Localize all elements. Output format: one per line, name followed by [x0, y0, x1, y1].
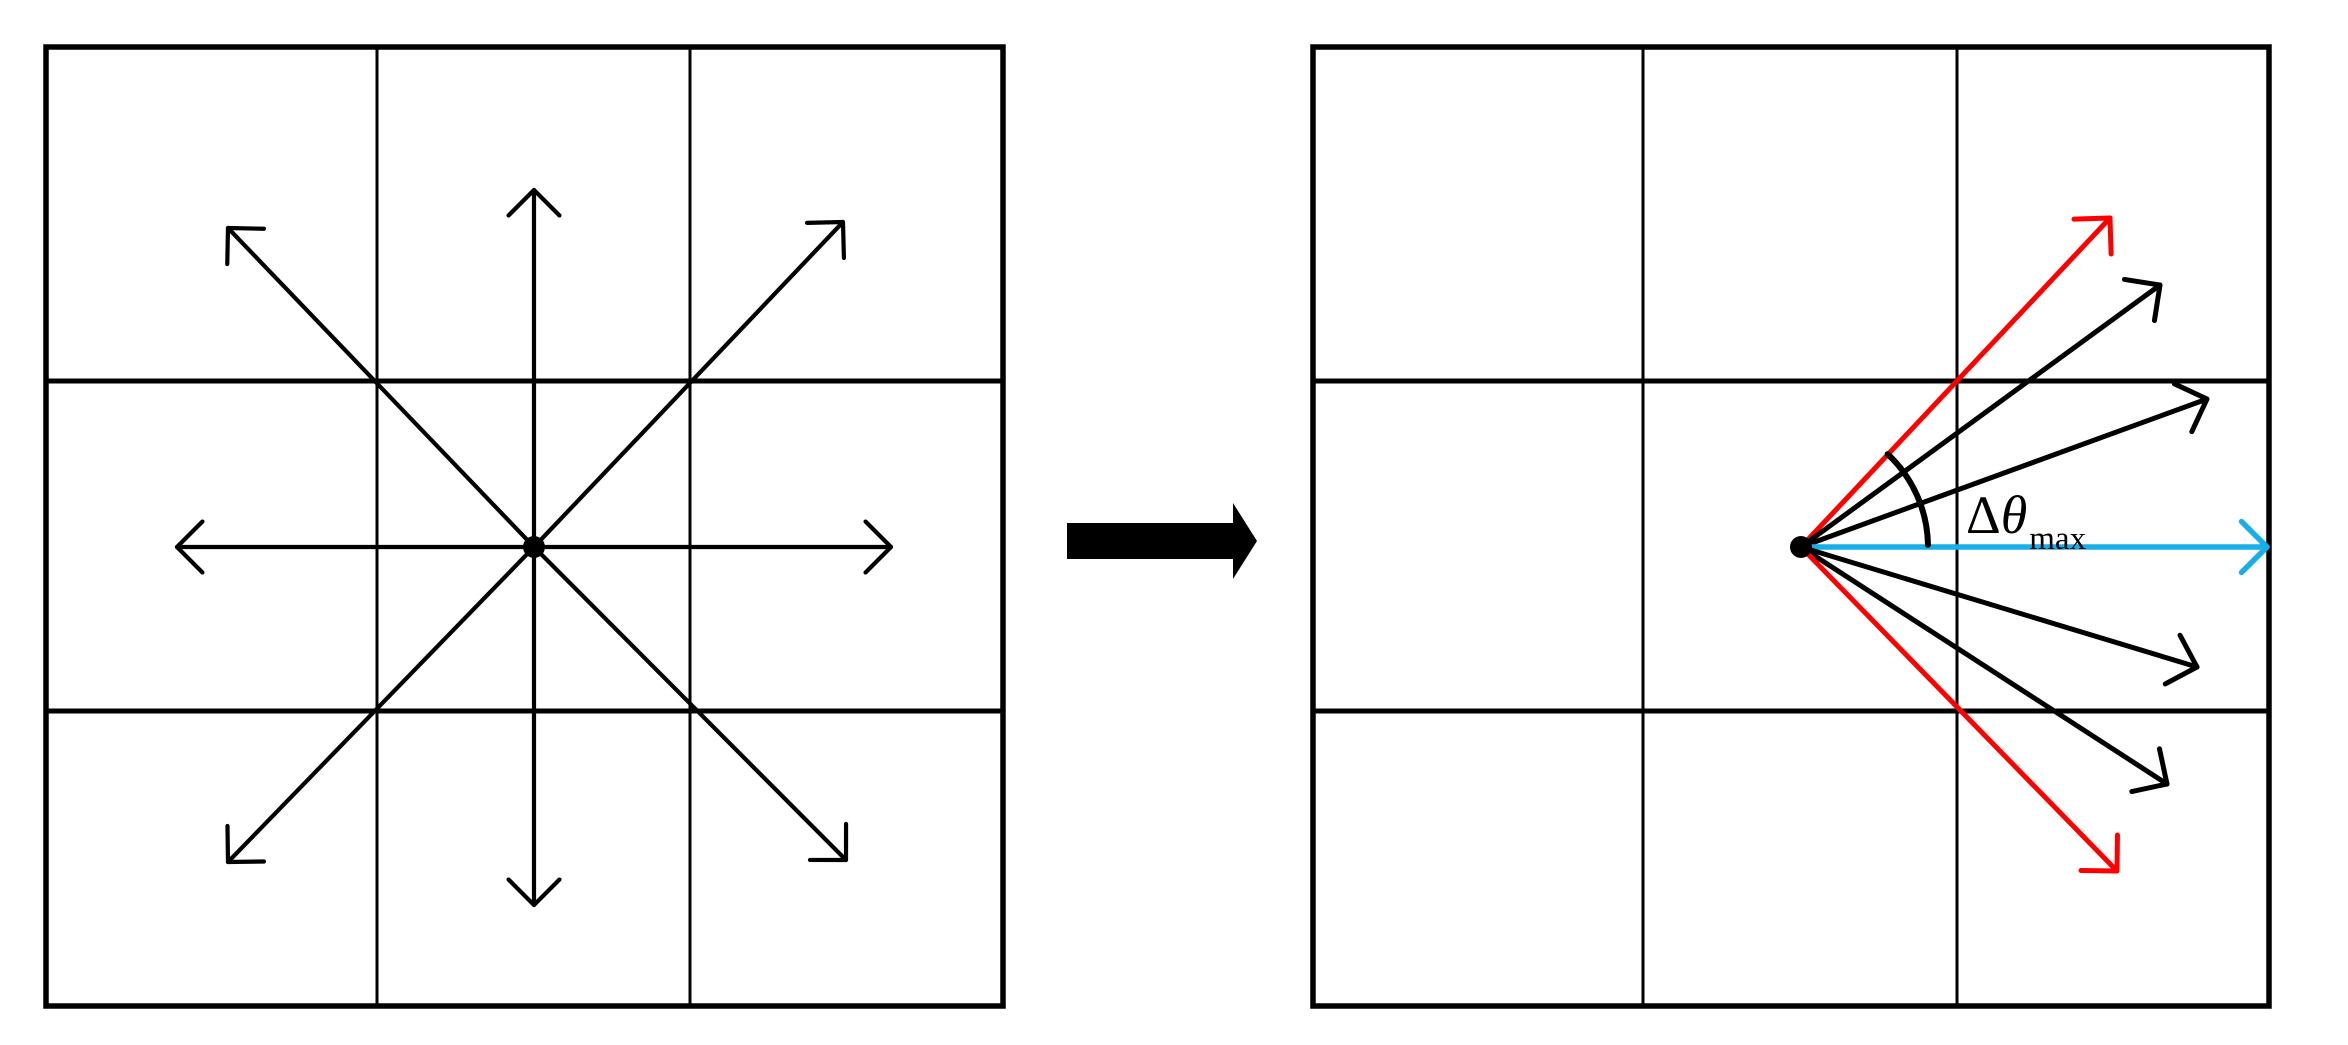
left-grid-group: [43, 44, 1006, 1009]
right-arrow-heading-head-barb: [2238, 518, 2270, 550]
delta-symbol: Δ: [1966, 485, 2001, 545]
right-arrow-sample-up-steep-shaft: [1799, 282, 2162, 550]
transform-arrow-group: [1067, 503, 1257, 579]
right-arrow-sample-down-shallow-head-barb: [2177, 632, 2200, 670]
right-arrow-sample-down-steep-head-barb: [2129, 781, 2170, 795]
right-arrow-upper-limit-shaft: [1799, 216, 2112, 549]
left-arrow-east-head-barb: [863, 519, 894, 550]
right-grid-border: [1310, 44, 2272, 1009]
left-arrow-northeast-head-barb: [804, 219, 846, 226]
left-arrow-southwest-head-barb: [225, 823, 231, 865]
right-cell-center-dot: [1790, 536, 1812, 558]
delta-theta-arc: [1884, 451, 1931, 548]
left-arrow-northwest-head-barb: [225, 225, 231, 267]
left-arrow-northeast-shaft: [532, 220, 845, 549]
left-arrow-south-head-barb: [506, 877, 537, 908]
left-arrow-northwest-head-barb: [225, 225, 267, 231]
left-arrow-north-head-barb: [531, 187, 562, 218]
right-arrow-heading-head-barb: [2238, 544, 2270, 576]
right-grid-group: [1310, 44, 2272, 1009]
right-arrow-upper-limit-head-barb: [2107, 215, 2114, 257]
right-arrow-sample-down-shallow-shaft: [1800, 544, 2198, 670]
right-arrow-sample-up-shallow-shaft: [1800, 396, 2208, 550]
left-arrow-west-head-barb: [174, 519, 205, 550]
left-arrow-northwest-shaft: [226, 226, 536, 549]
max-subscript: max: [2029, 521, 2086, 557]
right-arrow-sample-down-steep-shaft: [1799, 544, 2169, 787]
left-arrow-south-head-barb: [531, 877, 562, 908]
delta-theta-max-label: Δθmax: [1966, 485, 2087, 557]
left-arrow-southwest-shaft: [226, 545, 536, 864]
right-arrow-sample-up-shallow-head-barb: [2189, 396, 2210, 435]
left-arrow-east-head-barb: [863, 544, 894, 575]
right-arrow-sample-down-steep-head-barb: [2156, 746, 2170, 787]
left-arrow-north-head-barb: [506, 187, 537, 218]
angle-annotation-group: Δθmax: [1966, 485, 2087, 557]
left-cell-center-dot: [523, 536, 545, 558]
right-arrow-sample-up-shallow-head-barb: [2171, 381, 2210, 402]
left-grid-border: [43, 44, 1006, 1009]
right-arrow-lower-limit-shaft: [1799, 545, 2119, 873]
left-arrow-west-head-barb: [174, 544, 205, 575]
right-arrow-sample-up-steep-head-barb: [2151, 282, 2163, 324]
right-arrow-upper-limit-head-barb: [2071, 215, 2113, 222]
left-arrow-southeast-shaft: [532, 545, 848, 862]
transform-arrow: [1067, 503, 1257, 579]
theta-symbol: θ: [2001, 485, 2028, 545]
right-arrow-sample-up-steep-head-barb: [2121, 276, 2163, 288]
left-arrow-northeast-head-barb: [840, 219, 847, 261]
left-arrow-southwest-head-barb: [225, 859, 267, 865]
right-arrow-sample-down-shallow-head-barb: [2162, 664, 2200, 687]
